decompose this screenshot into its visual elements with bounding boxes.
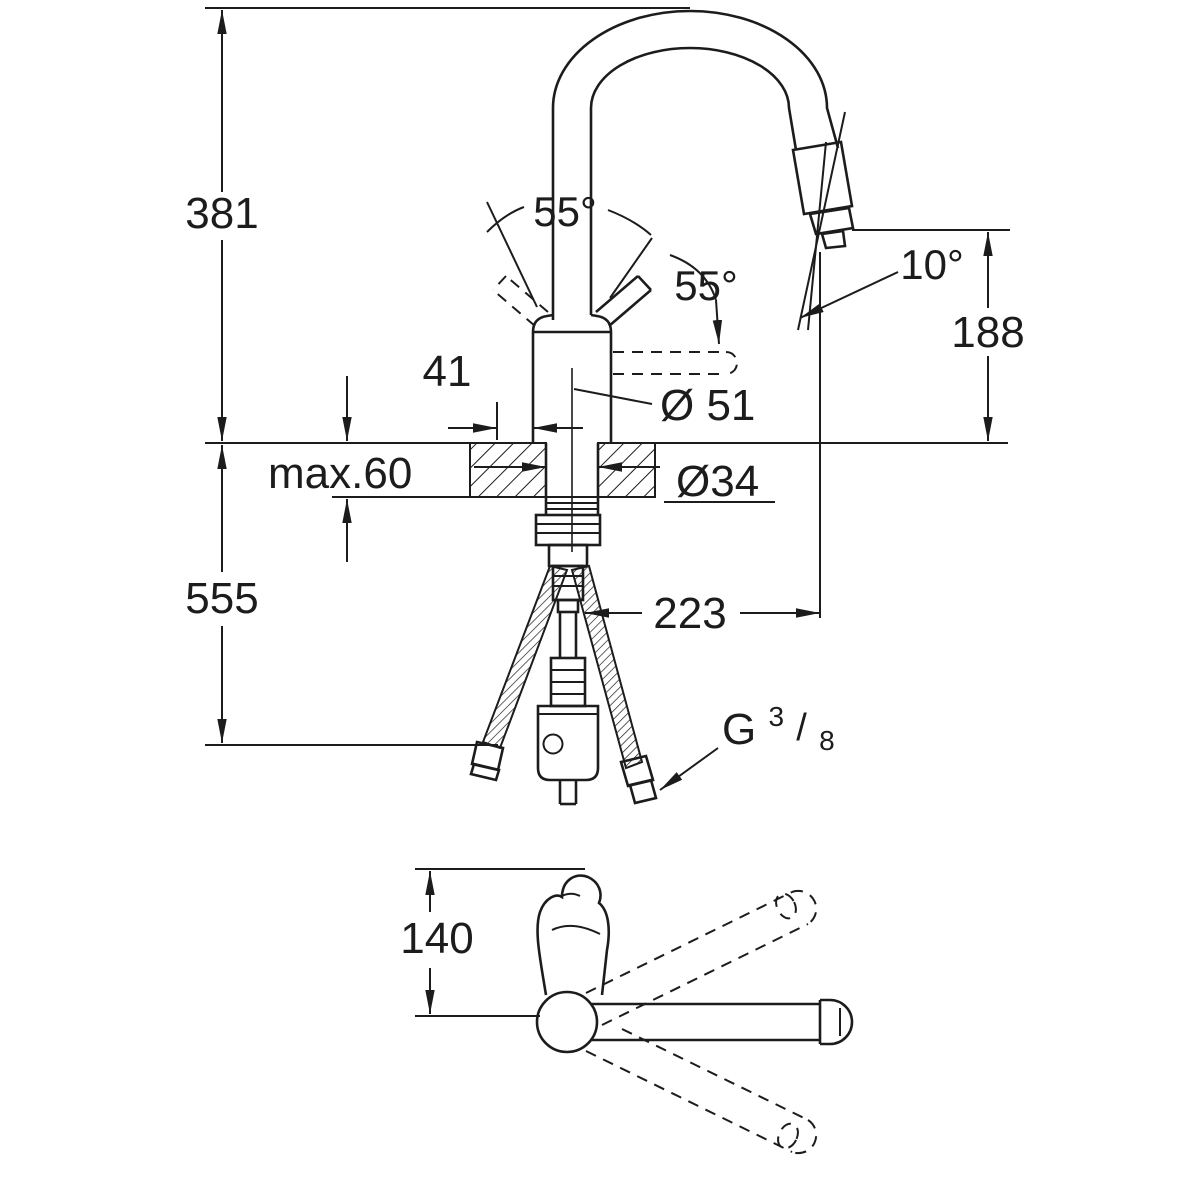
dim-max60: max.60 <box>268 449 412 498</box>
thread-numerator: 3 <box>768 701 784 732</box>
counter-hatch-right <box>597 442 656 498</box>
hose-right-fitting <box>619 754 655 788</box>
under-counter-assembly <box>469 443 658 806</box>
dim-thread: G 3 / 8 <box>722 687 835 756</box>
handle-lever-solid <box>595 275 652 327</box>
faucet-front-view <box>492 9 855 552</box>
counter-hatch-left <box>469 442 547 498</box>
dim-555: 555 <box>185 574 258 623</box>
handle-lever-dashed-horizontal <box>613 351 738 375</box>
spray-head <box>791 140 855 250</box>
dim-dia34-lines <box>474 462 775 503</box>
check-valve-body <box>536 704 600 782</box>
spout-inner-profile <box>589 46 798 315</box>
dim-381: 381 <box>185 189 258 238</box>
faucet-body <box>531 313 613 552</box>
hose-right <box>570 564 644 770</box>
thread-slash: / <box>796 707 807 749</box>
mounting-shank <box>544 443 600 515</box>
dim-188: 188 <box>951 308 1024 357</box>
plan-spout-swing-up <box>585 889 818 1026</box>
dimension-labels: 381 555 188 max.60 41 Ø 51 Ø34 223 55° 5… <box>185 188 1024 963</box>
supply-hoses <box>469 564 658 805</box>
dim-140: 140 <box>400 914 473 963</box>
plan-base-circle <box>535 990 599 1054</box>
pullout-hose-weight <box>536 612 600 806</box>
dim-223: 223 <box>653 589 726 638</box>
thread-g: G <box>722 705 756 754</box>
handle-lever-dashed-left <box>492 275 549 327</box>
plan-handle-lever <box>536 874 611 996</box>
spout-outer-profile <box>551 9 840 320</box>
dimension-lines <box>205 7 1010 791</box>
dim-angle55-right-lines <box>669 254 723 345</box>
plan-spout-solid <box>590 998 854 1046</box>
mounting-nut <box>534 513 602 568</box>
dim-angle10-lines <box>797 111 899 331</box>
plan-spout-swing-down <box>585 1028 818 1155</box>
dim-dia51-leader <box>573 388 653 405</box>
dim-381-lines <box>205 7 690 441</box>
dim-angle55-left: 55° <box>533 188 597 235</box>
dim-dia34: Ø34 <box>676 457 759 506</box>
dim-angle10: 10° <box>900 241 964 288</box>
dim-angle55-left-lines <box>486 201 653 308</box>
dim-188-lines <box>852 229 1010 441</box>
dim-41-lines <box>448 402 583 440</box>
check-valve-detail <box>542 733 564 755</box>
dim-thread-leader <box>659 747 719 791</box>
dim-555-lines <box>205 445 498 746</box>
dim-dia51: Ø 51 <box>660 381 755 430</box>
dim-angle55-right: 55° <box>674 262 738 309</box>
dim-41: 41 <box>423 347 472 396</box>
faucet-plan-view <box>415 868 854 1155</box>
thread-denominator: 8 <box>819 725 835 756</box>
dim-140-lines <box>415 868 585 1017</box>
